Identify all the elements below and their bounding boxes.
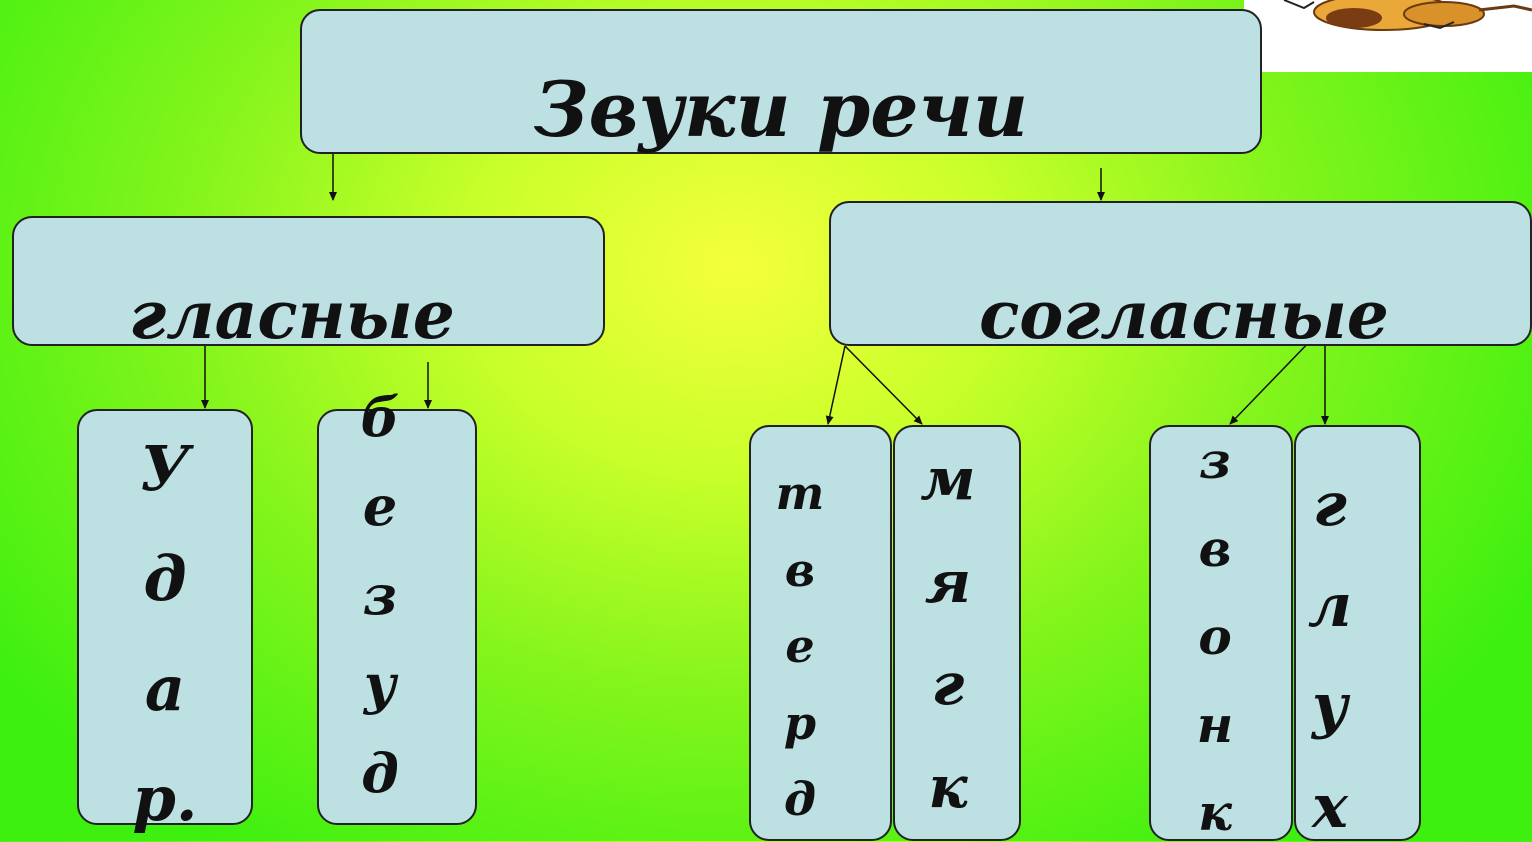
letter: л [1308,570,1352,641]
letter: х [1312,771,1348,842]
letter: у [1312,671,1348,742]
voiced-consonants-letters: з в о н к [1165,436,1265,838]
arrow-consonants-to-hard [825,345,846,425]
letter: г [1313,470,1347,540]
letter: о [1198,607,1232,666]
letter: д [784,772,816,826]
letter: к [1198,783,1232,842]
letter: к [928,752,968,821]
hard-consonants-box [749,425,892,841]
cartoon-dog-picture [1244,0,1532,72]
letter: р. [132,762,198,835]
letter: в [784,542,816,597]
root-title: Звуки речи [533,65,1029,154]
hard-consonants-letters: т в е р д [740,470,860,822]
vowels-node [12,216,605,346]
consonants-label: согласные [979,276,1389,354]
stressed-vowels-letters: У д а р. [77,438,253,830]
stressed-vowels-box [77,409,253,825]
cartoon-dog-icon [1283,0,1532,31]
letter: т [775,466,825,520]
vowels-label: гласные [129,276,455,354]
letter: г [931,650,965,719]
root-node [300,9,1262,154]
unstressed-vowels-box [317,409,477,825]
letter: з [1199,431,1231,490]
letter: д [361,741,399,805]
letter: а [144,652,186,725]
letter: з [362,563,398,627]
soft-consonants-letters: м я г к [893,450,1003,816]
letter: я [924,547,972,616]
letter: У [139,432,191,505]
letter: м [920,445,976,513]
letter: н [1196,695,1234,754]
letter: р [783,695,817,750]
soft-consonants-box [893,425,1021,841]
letter: у [363,652,397,716]
letter: б [360,385,400,449]
consonants-node [829,201,1532,346]
letter: е [785,619,815,673]
letter: д [143,542,187,615]
voiceless-consonants-box [1294,425,1421,841]
unstressed-vowels-letters: б е з у д [300,390,460,800]
letter: в [1198,519,1232,578]
voiceless-consonants-letters: г л у х [1290,475,1370,837]
voiced-consonants-box [1149,425,1293,841]
arrow-consonants-to-soft [844,345,923,425]
letter: е [362,474,398,538]
